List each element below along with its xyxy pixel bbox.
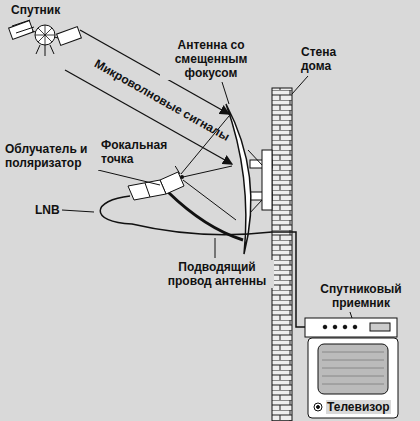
part-label: Спутник [10, 3, 61, 17]
antenna-cable [100, 196, 305, 327]
part-label: Подводящий провод антенны [160, 260, 274, 288]
satellite [9, 20, 82, 56]
television [308, 338, 398, 418]
part-label: Антенна со смещенным фокусом [160, 38, 262, 80]
part-label: Стена дома [300, 45, 352, 73]
house-wall [272, 88, 292, 421]
lnb-feedhorn [128, 172, 184, 200]
satellite-receiver [305, 318, 397, 337]
part-label: LNB [34, 203, 61, 217]
leader-line [62, 76, 352, 318]
part-label: Телевизор [326, 400, 391, 414]
part-label: Облучатель и поляризатор [4, 142, 102, 170]
part-label: Фокальная точка [100, 138, 176, 166]
part-label: Спутниковый приемник [312, 282, 410, 310]
focal-point [180, 175, 184, 179]
offset-dish [226, 104, 251, 254]
